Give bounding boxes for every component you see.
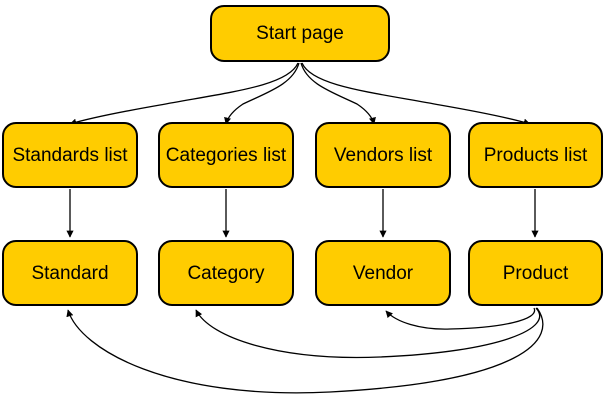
node-start-page[interactable]: Start page (210, 5, 390, 62)
edge-start-to-standards-list (69, 62, 299, 126)
edge-product-to-standard (66, 307, 544, 394)
node-label-standards-list: Standards list (12, 144, 128, 166)
node-label-category: Category (187, 262, 265, 284)
node-label-product: Product (502, 262, 569, 284)
node-category[interactable]: Category (158, 240, 294, 306)
node-standard[interactable]: Standard (2, 240, 138, 306)
edge-product-to-vendor (385, 307, 536, 330)
node-standards-list[interactable]: Standards list (2, 122, 138, 188)
node-label-vendor: Vendor (352, 262, 414, 284)
node-vendor[interactable]: Vendor (315, 240, 451, 306)
node-label-standard: Standard (31, 262, 109, 284)
edge-product-to-category (195, 307, 541, 359)
node-label-products-list: Products list (483, 144, 588, 166)
edge-start-to-categories-list (224, 62, 300, 125)
node-product[interactable]: Product (468, 240, 603, 306)
node-label-vendors-list: Vendors list (333, 144, 433, 166)
edge-start-to-vendors-list (300, 62, 376, 125)
edge-start-to-products-list (301, 62, 531, 126)
node-vendors-list[interactable]: Vendors list (315, 122, 451, 188)
node-label-start-page: Start page (256, 23, 344, 44)
node-label-categories-list: Categories list (165, 144, 287, 166)
node-products-list[interactable]: Products list (468, 122, 603, 188)
node-categories-list[interactable]: Categories list (158, 122, 294, 188)
